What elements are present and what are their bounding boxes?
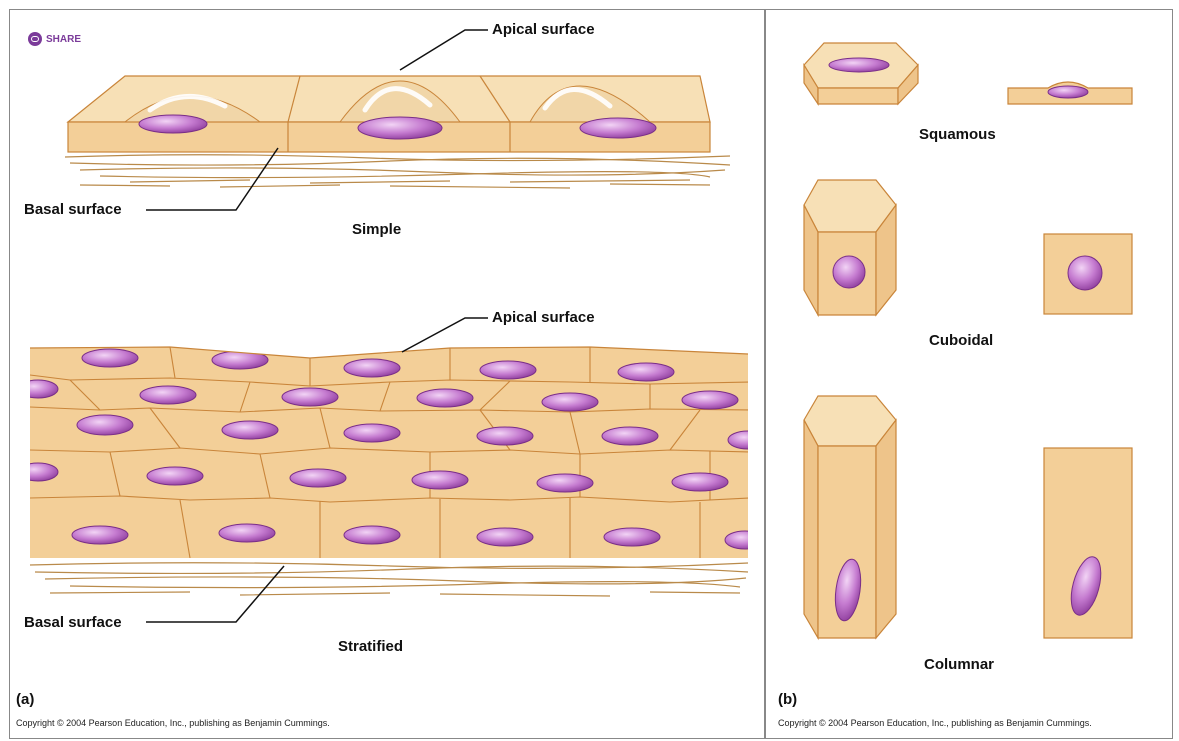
cuboidal-3d-cell bbox=[804, 180, 896, 315]
squamous-section bbox=[1008, 82, 1132, 104]
stratified-basement-membrane bbox=[30, 563, 748, 596]
simple-apical-leader bbox=[400, 30, 488, 70]
simple-title: Simple bbox=[352, 221, 401, 238]
panel-a-letter: (a) bbox=[16, 691, 34, 708]
stratified-apical-label: Apical surface bbox=[492, 309, 595, 326]
stratified-title: Stratified bbox=[338, 638, 403, 655]
stratified-apical-leader bbox=[402, 318, 488, 352]
columnar-title: Columnar bbox=[924, 656, 994, 673]
simple-epithelium bbox=[65, 30, 730, 210]
panel-b-letter: (b) bbox=[778, 691, 797, 708]
stratified-basal-label: Basal surface bbox=[24, 614, 122, 631]
cuboidal-section bbox=[1044, 234, 1132, 314]
columnar-section bbox=[1044, 448, 1132, 638]
panel-a-illustration bbox=[10, 10, 764, 738]
columnar-3d-cell bbox=[804, 396, 896, 638]
panel-b-copyright: Copyright © 2004 Pearson Education, Inc.… bbox=[778, 718, 1092, 728]
simple-nucleus bbox=[139, 115, 207, 133]
panel-a: SHARE bbox=[9, 9, 765, 739]
squamous-title: Squamous bbox=[919, 126, 996, 143]
simple-apical-label: Apical surface bbox=[492, 21, 595, 38]
simple-nucleus bbox=[580, 118, 656, 138]
panel-b-illustration bbox=[766, 10, 1172, 738]
simple-basement-membrane bbox=[65, 155, 730, 188]
panel-b: Squamous Cuboidal Columnar (b) Copyright… bbox=[765, 9, 1173, 739]
simple-basal-leader bbox=[146, 148, 278, 210]
cuboidal-title: Cuboidal bbox=[929, 332, 993, 349]
simple-nucleus bbox=[358, 117, 442, 139]
stratified-epithelium bbox=[18, 318, 764, 622]
panel-a-copyright: Copyright © 2004 Pearson Education, Inc.… bbox=[16, 718, 330, 728]
squamous-3d-cell bbox=[804, 43, 918, 104]
simple-basal-label: Basal surface bbox=[24, 201, 122, 218]
stratified-basal-leader bbox=[146, 566, 284, 622]
